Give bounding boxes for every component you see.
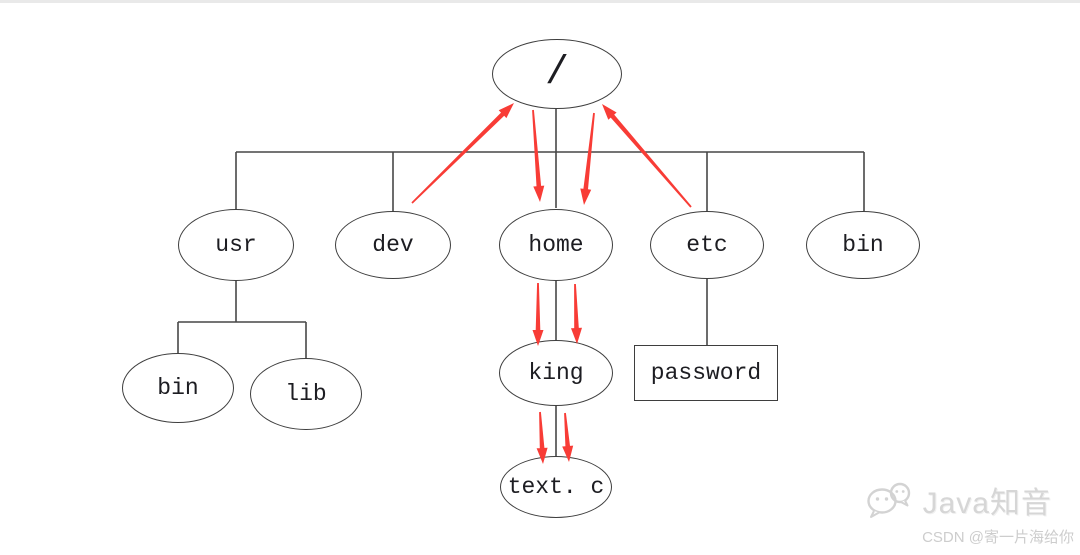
node-dev: dev [335, 211, 451, 279]
wechat-icon [866, 482, 910, 518]
node-king: king [499, 340, 613, 406]
red-arrow-king-to-text-c [562, 412, 574, 462]
node-bin-root: bin [806, 211, 920, 279]
node-password: password [634, 345, 778, 401]
red-arrow-home-to-king [532, 283, 544, 346]
node-label-etc: etc [686, 231, 728, 258]
node-label-lib: lib [285, 380, 327, 407]
watermark-brand-row: Java知音 [865, 478, 1052, 522]
node-label-text-c: text. c [507, 473, 605, 500]
node-text-c: text. c [500, 456, 612, 518]
red-arrow-root-to-home [580, 112, 595, 205]
watermark-credit-text: CSDN @寄一片海给你 [922, 529, 1074, 546]
red-arrow-home-to-king [571, 284, 582, 344]
node-usr: usr [178, 209, 294, 281]
node-bin-usr: bin [122, 353, 234, 423]
node-label-bin-root: bin [842, 231, 884, 258]
node-home: home [499, 209, 613, 281]
node-label-root: / [544, 51, 569, 96]
top-border-strip [0, 0, 1080, 3]
node-label-king: king [528, 359, 584, 386]
node-label-password: password [650, 359, 762, 386]
red-arrow-king-to-text-c [536, 411, 548, 464]
node-label-dev: dev [372, 231, 414, 258]
node-label-usr: usr [215, 231, 257, 258]
node-root: / [492, 39, 622, 109]
watermark-brand-text: Java知音 [922, 487, 1052, 520]
red-arrow-root-to-home [532, 109, 545, 202]
node-label-home: home [528, 231, 584, 258]
node-etc: etc [650, 211, 764, 279]
red-arrow-etc-to-root [602, 104, 692, 208]
node-lib: lib [250, 358, 362, 430]
node-label-bin-usr: bin [157, 374, 199, 401]
red-arrow-dev-to-root [411, 103, 514, 204]
watermark: Java知音 CSDN @寄一片海给你 [865, 478, 1074, 547]
